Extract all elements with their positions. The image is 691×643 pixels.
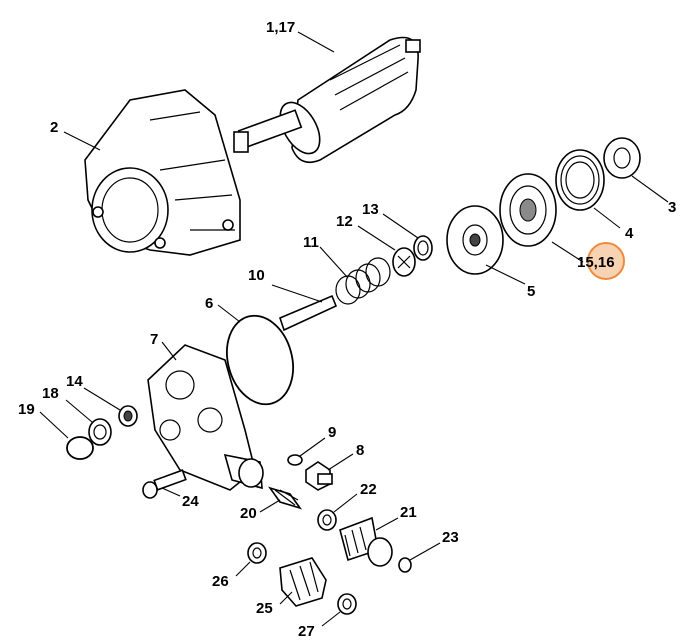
part-label-5[interactable]: 5 [527,283,536,300]
part-label-6[interactable]: 6 [205,295,214,312]
o-ring-small-drawing [287,454,303,466]
part-label-1-17[interactable]: 1,17 [266,19,296,36]
highlight-circle [587,242,625,280]
part-label-7[interactable]: 7 [150,331,159,348]
union-nut-drawing [279,557,327,607]
valve-washer-drawing [118,405,138,427]
swashplate-drawing [446,205,504,275]
pump-head-drawing [147,344,264,491]
part-label-8[interactable]: 8 [356,442,365,459]
wobble-plate-drawing [499,173,557,247]
o-ring-large-drawing [226,314,294,406]
fitting-bolt-drawing [267,486,303,510]
compression-spring-drawing [335,257,391,305]
washer-22-drawing [317,509,337,531]
part-label-22[interactable]: 22 [360,481,377,498]
part-label-10[interactable]: 10 [248,267,265,284]
o-ring-23-drawing [398,557,412,573]
part-label-21[interactable]: 21 [400,504,417,521]
part-label-18[interactable]: 18 [42,385,59,402]
part-label-23[interactable]: 23 [442,529,459,546]
cap-screw-drawing [142,469,187,499]
part-label-26[interactable]: 26 [212,573,229,590]
part-label-24[interactable]: 24 [182,493,199,510]
part-label-11[interactable]: 11 [303,234,319,251]
inner-ring-drawing [555,149,605,211]
part-label-13[interactable]: 13 [362,201,379,218]
seal-ring-drawing [413,235,433,261]
leader-lines [39,31,669,627]
part-label-19[interactable]: 19 [18,401,35,418]
part-label-27[interactable]: 27 [298,623,315,640]
outlet-nipple-drawing [339,516,393,567]
crankcase-housing-drawing [84,89,241,256]
part-label-2[interactable]: 2 [50,119,59,136]
part-label-25[interactable]: 25 [256,600,273,617]
part-label-15-16[interactable]: 15,16 [577,254,615,271]
spring-retainer-drawing [392,247,416,277]
part-label-4[interactable]: 4 [625,225,634,242]
valve-plug-drawing [88,418,112,446]
hex-plug-drawing [305,461,333,491]
washer-26-drawing [247,542,267,564]
part-label-20[interactable]: 20 [240,505,257,522]
part-label-9[interactable]: 9 [328,424,337,441]
washer-27-drawing [337,593,357,615]
starter-motor-drawing [233,36,421,164]
part-label-12[interactable]: 12 [336,213,353,230]
ball-bearing-drawing [603,137,641,179]
part-label-3[interactable]: 3 [668,199,677,216]
part-label-14[interactable]: 14 [66,373,83,390]
o-ring-plug-drawing [66,436,94,460]
piston-drawing [279,294,338,332]
